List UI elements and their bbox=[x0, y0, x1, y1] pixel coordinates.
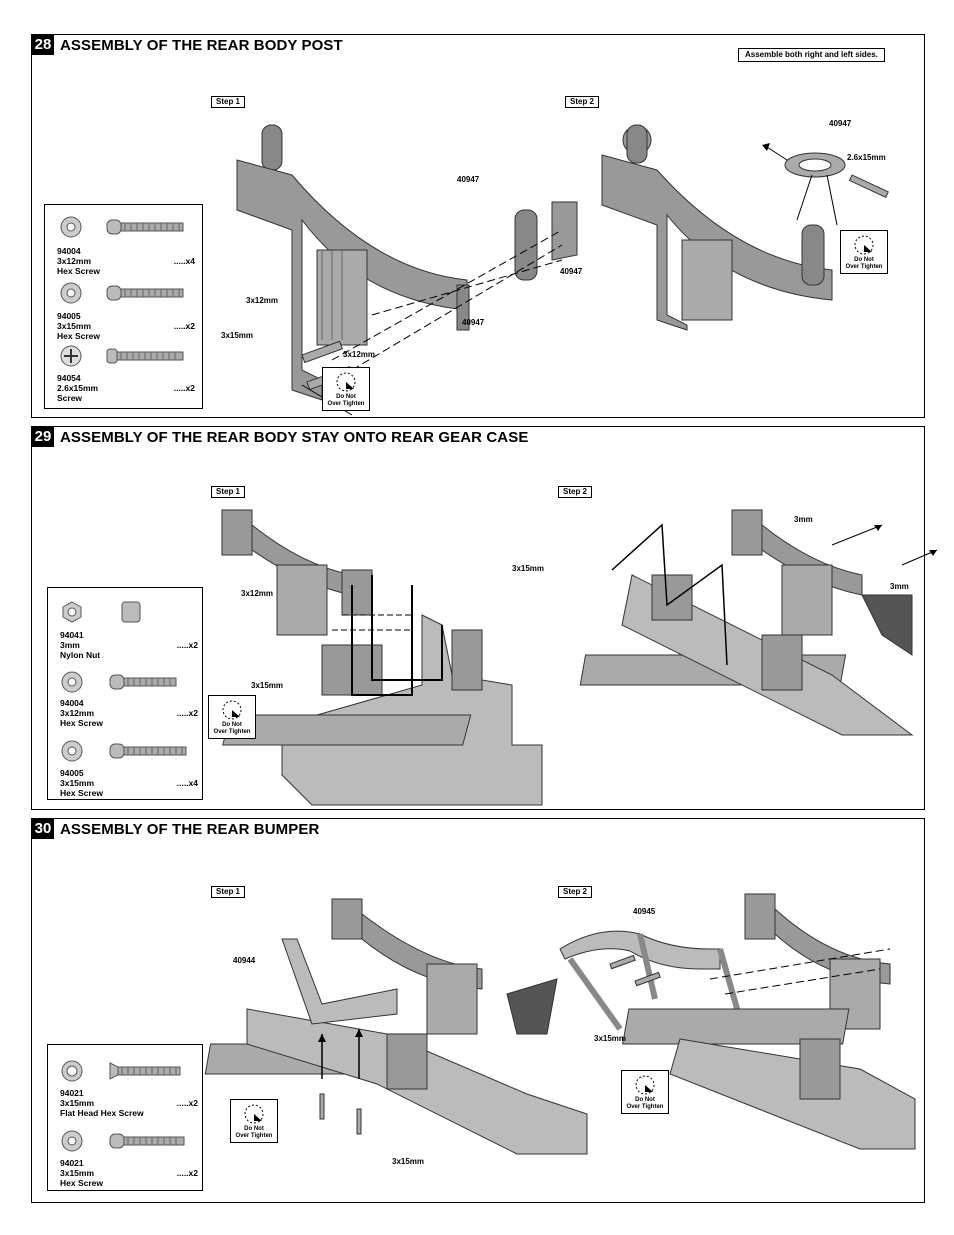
nut-label: 3mm bbox=[890, 582, 909, 591]
section-28: 28 ASSEMBLY OF THE REAR BODY POST Assemb… bbox=[31, 34, 925, 418]
section-number: 29 bbox=[32, 427, 54, 447]
phillips-head-icon bbox=[60, 345, 82, 367]
screw-label: 3x15mm bbox=[392, 1157, 425, 1166]
part-label: 40945 bbox=[633, 907, 656, 916]
section-30: 30 ASSEMBLY OF THE REAR BUMPER Step 1 St… bbox=[31, 818, 925, 1203]
body-post-step2-illustration bbox=[601, 124, 889, 331]
screw-label: 3x12mm bbox=[241, 589, 274, 598]
tighten-arrow-icon bbox=[336, 372, 356, 392]
rear-bumper-step1-illustration bbox=[204, 898, 588, 1155]
hex-screw-icon bbox=[109, 1133, 185, 1149]
screw-label: 3x12mm bbox=[343, 350, 376, 359]
nut-label: 3mm bbox=[794, 515, 813, 524]
section-29: 29 ASSEMBLY OF THE REAR BODY STAY ONTO R… bbox=[31, 426, 938, 810]
washer-icon bbox=[61, 671, 83, 693]
hex-screw-icon bbox=[106, 285, 184, 301]
rear-bumper-step2-illustration bbox=[559, 893, 916, 1150]
screw-label: 3x15mm bbox=[512, 564, 545, 573]
tighten-arrow-icon bbox=[244, 1104, 264, 1124]
screw-label: 3x15mm bbox=[251, 681, 284, 690]
part-label: 40947 bbox=[462, 318, 485, 327]
screw-label: 3x15mm bbox=[594, 1034, 627, 1043]
screw-label: 3x12mm bbox=[246, 296, 279, 305]
step2-tag: Step 2 bbox=[565, 96, 600, 108]
part-label: 40947 bbox=[457, 175, 480, 184]
washer-icon bbox=[61, 740, 83, 762]
assembly-note: Assemble both right and left sides. bbox=[738, 48, 885, 62]
section-title: ASSEMBLY OF THE REAR BODY POST bbox=[60, 37, 343, 54]
section-number: 30 bbox=[32, 819, 54, 839]
washer-icon bbox=[61, 1130, 83, 1152]
body-stay-step1-illustration bbox=[221, 509, 543, 806]
flat-head-screw-icon bbox=[109, 1062, 181, 1080]
hex-screw-icon bbox=[106, 219, 184, 235]
hex-screw-icon bbox=[109, 674, 177, 690]
step2-tag: Step 2 bbox=[558, 486, 593, 498]
nylon-nut-icon bbox=[62, 601, 82, 623]
section-number: 28 bbox=[32, 35, 54, 55]
step2-tag: Step 2 bbox=[558, 886, 593, 898]
part-label: 40947 bbox=[829, 119, 852, 128]
tighten-arrow-icon bbox=[222, 700, 242, 720]
nylon-nut-side-icon bbox=[121, 601, 141, 623]
step1-tag: Step 1 bbox=[211, 96, 246, 108]
countersunk-washer-icon bbox=[61, 1060, 83, 1082]
washer-icon bbox=[60, 216, 82, 238]
washer-icon bbox=[60, 282, 82, 304]
section-title: ASSEMBLY OF THE REAR BUMPER bbox=[60, 821, 320, 838]
step1-tag: Step 1 bbox=[211, 486, 246, 498]
screw-label: 3x15mm bbox=[221, 331, 254, 340]
body-post-step1-illustration bbox=[236, 124, 578, 416]
screw-icon bbox=[106, 348, 184, 364]
body-stay-step2-illustration bbox=[579, 509, 938, 736]
step1-tag: Step 1 bbox=[211, 886, 246, 898]
section-title: ASSEMBLY OF THE REAR BODY STAY ONTO REAR… bbox=[60, 429, 529, 446]
part-label: 40947 bbox=[560, 267, 583, 276]
screw-label: 2.6x15mm bbox=[847, 153, 886, 162]
tighten-arrow-icon bbox=[635, 1075, 655, 1095]
tighten-arrow-icon bbox=[854, 235, 874, 255]
part-label: 40944 bbox=[233, 956, 256, 965]
hex-screw-icon bbox=[109, 743, 187, 759]
